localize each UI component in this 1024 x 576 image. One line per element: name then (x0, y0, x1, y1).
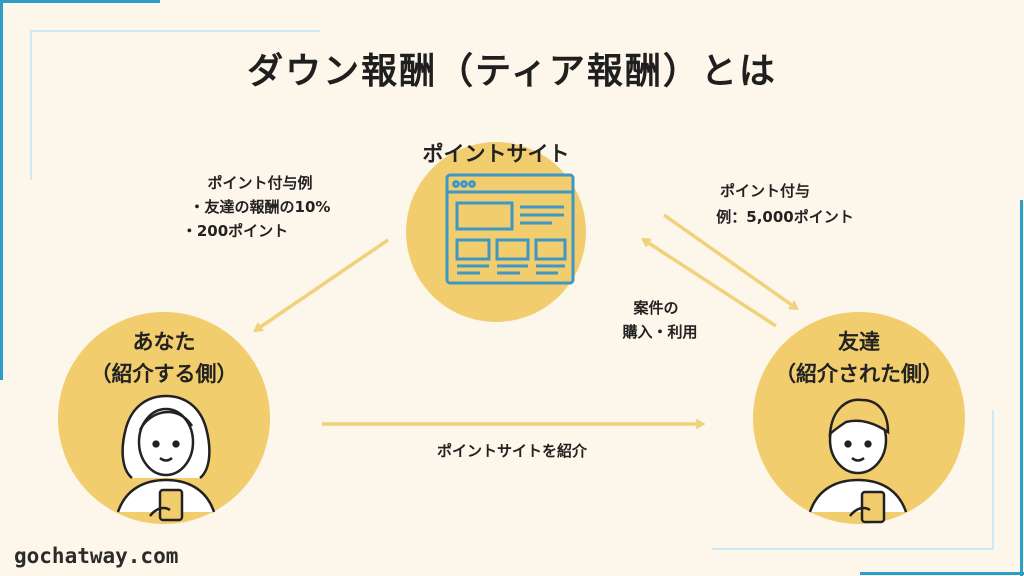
left-reward-line1: ポイント付与例 (207, 174, 313, 192)
you-person-icon (116, 394, 216, 522)
page-title: ダウン報酬（ティア報酬）とは (247, 51, 777, 92)
arrow-site-to-friend (662, 213, 796, 308)
left-reward-line2: ・友達の報酬の10% (189, 198, 331, 216)
frame-light-top (30, 30, 320, 32)
frame-light-bottom (712, 548, 994, 550)
left-reward-line3: ・200ポイント (181, 222, 289, 240)
frame-bottom-accent (860, 572, 1024, 575)
purchase-line2: 購入・利用 (622, 323, 698, 341)
right-reward-line1: ポイント付与 (719, 182, 810, 200)
right-reward-line2: 例：5,000ポイント (716, 208, 854, 226)
you-label-line1: あなた (132, 330, 196, 354)
footer-site-name: gochatway.com (14, 544, 179, 568)
frame-right-accent (1020, 200, 1023, 576)
frame-top-left-accent (0, 0, 160, 3)
you-label-line2: （紹介する側） (90, 362, 238, 386)
point-site-label: ポイントサイト (422, 142, 570, 166)
frame-left-accent (0, 0, 3, 380)
arrow-site-to-you (256, 238, 389, 330)
friend-label-line1: 友達 (838, 330, 880, 354)
friend-person-icon (808, 398, 908, 524)
arrow-friend-to-site (644, 240, 777, 328)
purchase-line1: 案件の (633, 299, 679, 317)
frame-light-right (992, 410, 994, 550)
friend-label-line2: （紹介された側） (775, 362, 943, 386)
introduce-label: ポイントサイトを紹介 (436, 442, 587, 460)
frame-light-left (30, 30, 32, 180)
website-icon (445, 173, 575, 285)
